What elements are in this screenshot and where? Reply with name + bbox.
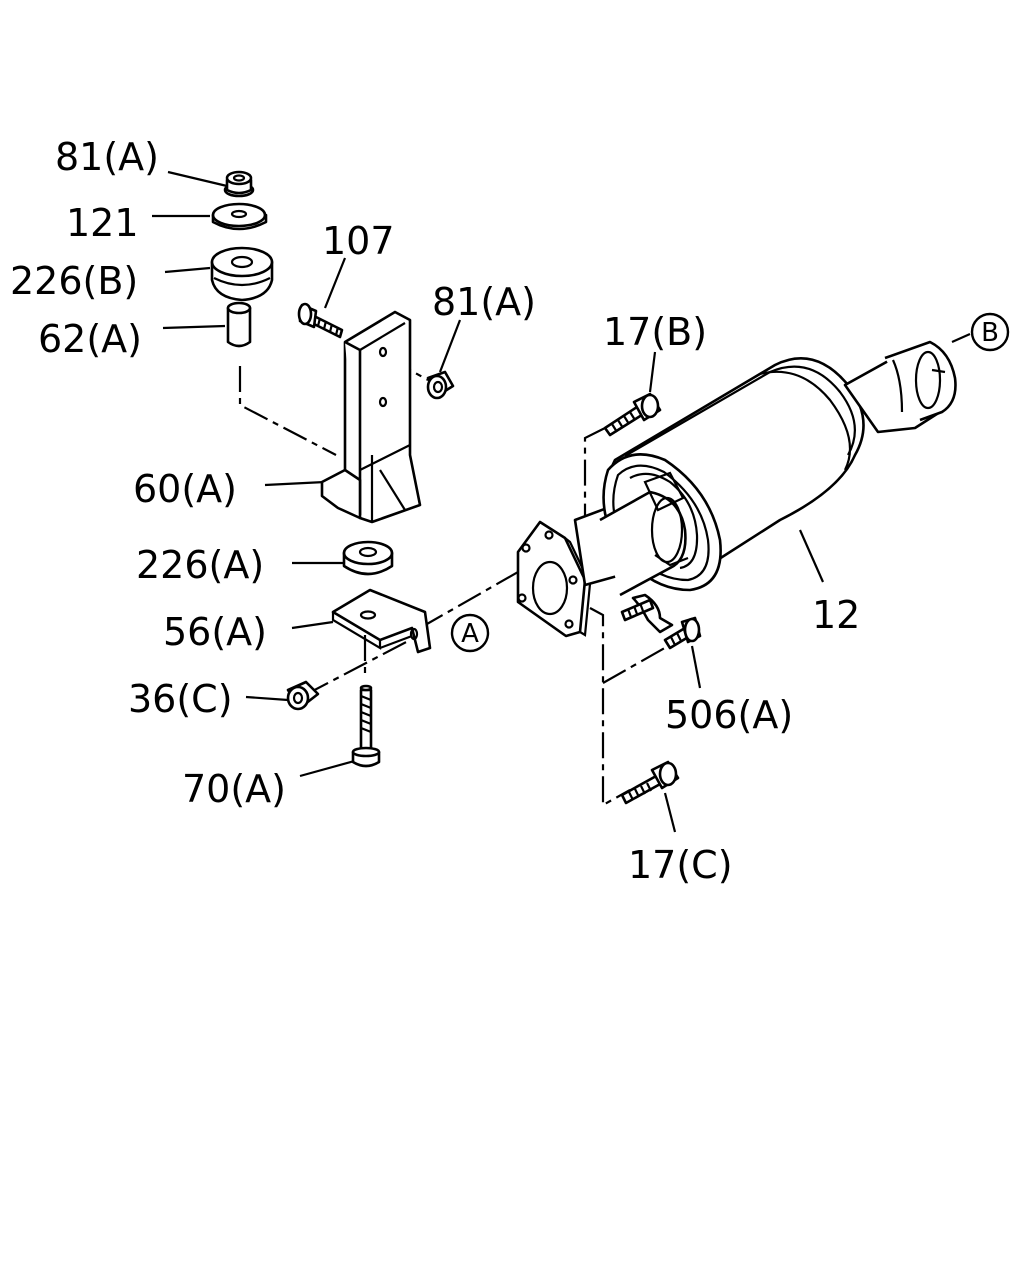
- rubber-cushion-226a: [342, 540, 394, 576]
- label-56a: 56(A): [163, 610, 267, 654]
- clamp-bolt-506a: [620, 593, 702, 650]
- muffler-12: [573, 340, 957, 597]
- bolt-17c: [620, 760, 680, 805]
- svg-text:A: A: [461, 619, 479, 649]
- label-60a: 60(A): [133, 467, 237, 511]
- assembly-lines: [238, 357, 671, 807]
- label-81a-right: 81(A): [432, 280, 536, 324]
- svg-text:B: B: [981, 318, 999, 348]
- label-81a-top: 81(A): [55, 135, 159, 179]
- label-107: 107: [322, 219, 395, 263]
- flange-nut-81a-right: [426, 370, 455, 400]
- label-121: 121: [66, 201, 139, 245]
- label-12: 12: [812, 593, 860, 637]
- label-226a: 226(A): [136, 543, 264, 587]
- label-36c: 36(C): [128, 677, 233, 721]
- reference-marker-b: B: [970, 312, 1010, 352]
- bolt-107: [297, 302, 344, 339]
- label-17c: 17(C): [628, 843, 733, 887]
- label-62a: 62(A): [38, 317, 142, 361]
- flange-nut-81a-top: [223, 170, 255, 198]
- label-70a: 70(A): [182, 767, 286, 811]
- leader-lines: [152, 170, 971, 833]
- label-17b: 17(B): [603, 310, 707, 354]
- label-226b: 226(B): [10, 259, 138, 303]
- flange-nut-36c: [286, 680, 320, 711]
- bracket-56a: [331, 588, 432, 654]
- bolt-17b: [603, 392, 662, 437]
- bolt-70a: [351, 684, 381, 768]
- rubber-cushion-226b: [210, 246, 274, 302]
- reference-marker-a: A: [450, 613, 490, 653]
- collar-62a: [226, 301, 252, 348]
- label-506a: 506(A): [665, 693, 793, 737]
- hanger-bracket-60a: [320, 310, 422, 524]
- washer-121: [211, 202, 268, 231]
